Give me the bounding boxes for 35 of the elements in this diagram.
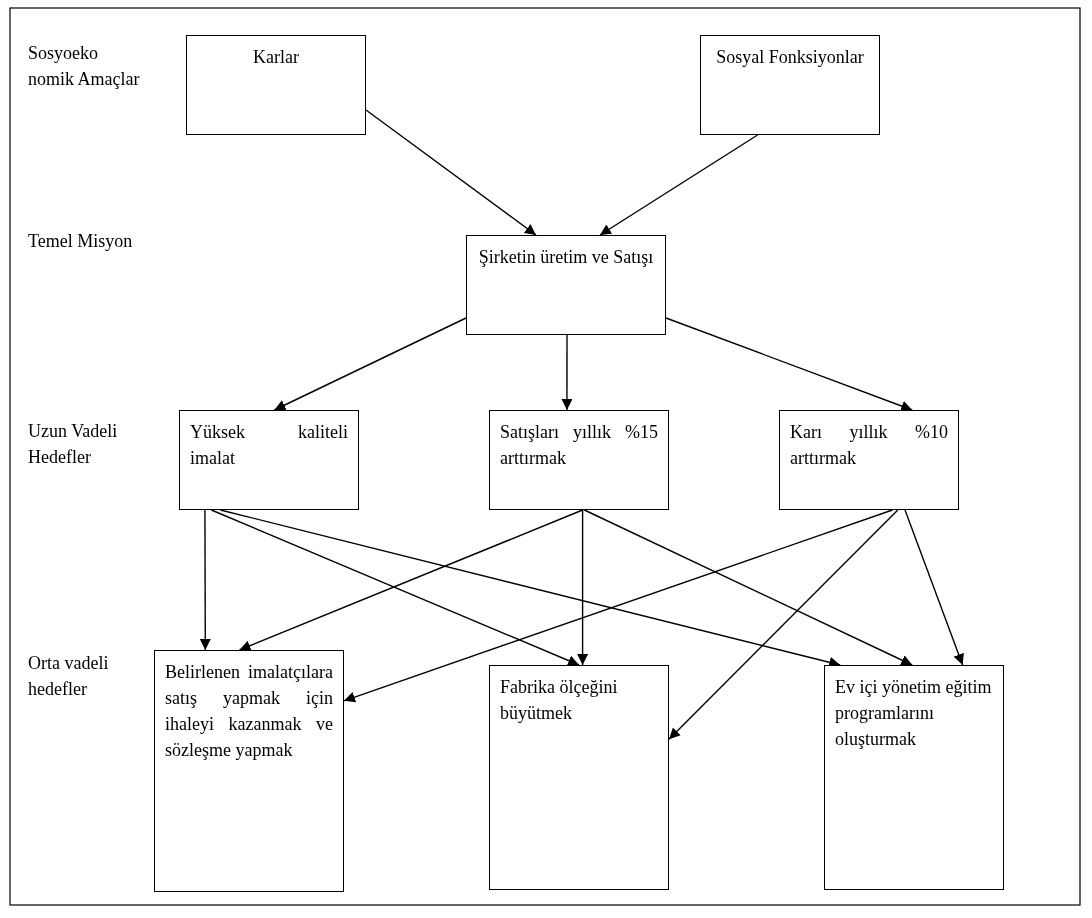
arrow <box>583 509 913 666</box>
arrow <box>599 134 759 236</box>
arrow <box>904 509 964 666</box>
goal-box <box>489 665 669 890</box>
goal-box <box>179 410 359 510</box>
box-text: Şirketin üretim ve Satışı <box>477 246 655 269</box>
goal-box <box>489 410 669 510</box>
arrow <box>561 334 573 411</box>
box-text: Karlar <box>252 46 300 69</box>
arrow <box>199 509 211 651</box>
goal-box <box>779 410 959 510</box>
level-label: Orta vadeli hedefler <box>28 652 110 702</box>
level-label: Uzun Vadeli Hedefler <box>28 420 119 470</box>
arrow <box>210 509 580 666</box>
arrow <box>273 317 467 411</box>
goal-box <box>466 235 666 335</box>
level-label: Sosyoeko nomik Amaçlar <box>28 42 141 92</box>
box-text: Sosyal Fonksiyonlar <box>715 46 865 69</box>
box-text: Belirlenen imalatçılara satış yapmak için ihaleyi kazanmak ve sözleşme yapmak <box>165 661 333 763</box>
box-text: Yüksek kaliteli imalat <box>190 421 348 471</box>
goal-box <box>700 35 880 135</box>
arrow <box>577 509 589 666</box>
box-text: Ev içi yönetim eğitim programlarını oluşturmak <box>835 676 993 752</box>
box-text: Fabrika ölçeğini büyütmek <box>500 676 619 726</box>
box-text: Satışları yıllık %15 arttırmak <box>500 421 658 471</box>
arrow <box>665 317 913 412</box>
level-label: Temel Misyon <box>28 230 134 253</box>
arrow <box>365 109 537 236</box>
arrow <box>238 509 584 651</box>
box-text: Karı yıllık %10 arttırmak <box>790 421 948 471</box>
arrow <box>668 509 899 740</box>
arrow <box>343 509 894 703</box>
goal-box <box>154 650 344 892</box>
goal-box <box>824 665 1004 890</box>
goal-box <box>186 35 366 135</box>
